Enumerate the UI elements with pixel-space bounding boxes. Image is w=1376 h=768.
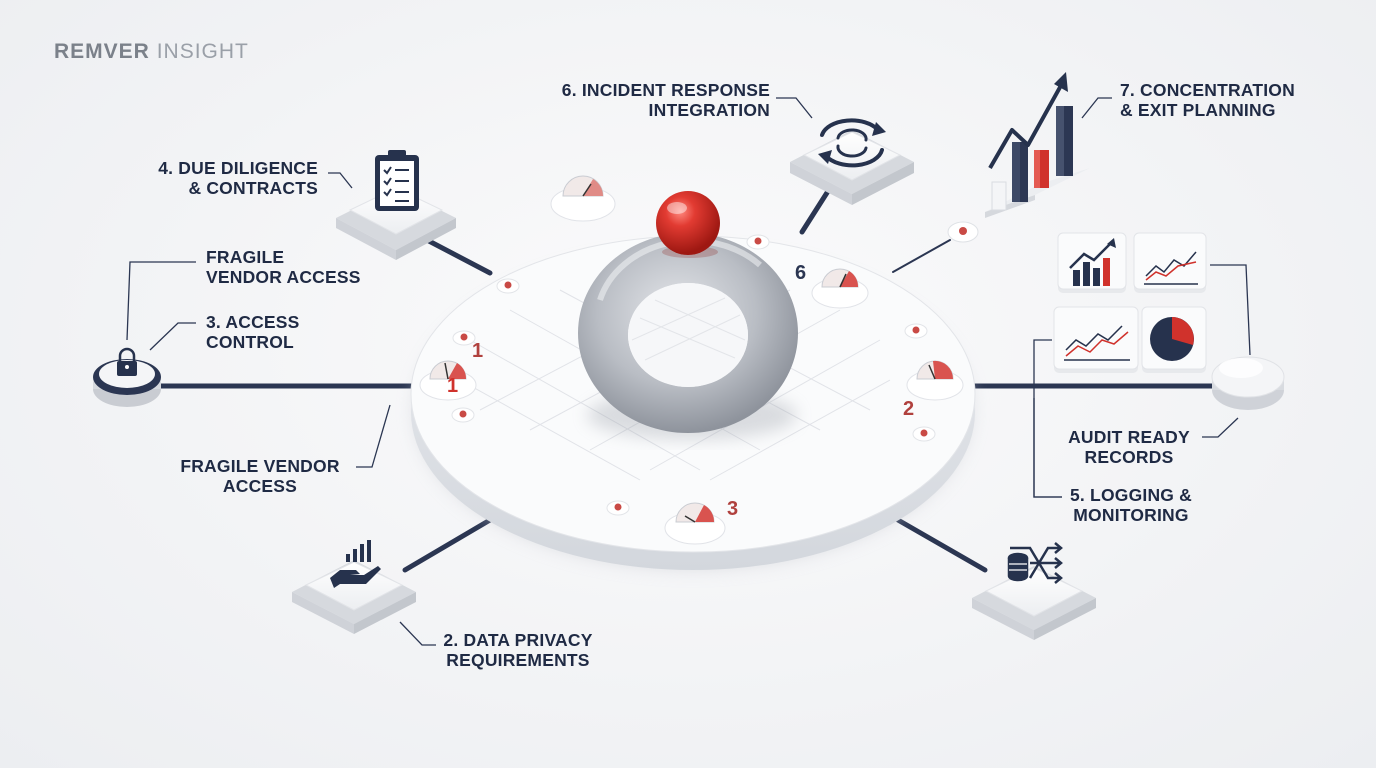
gauge-number-6: 6 (795, 262, 807, 284)
concentration-chart (985, 72, 1090, 218)
connector-lines (157, 185, 1218, 573)
label-access-control: 3. ACCESS CONTROL (206, 312, 300, 352)
brand-name-bold: REMVER (54, 40, 150, 63)
torus-ring (578, 233, 798, 440)
label-incident-response: 6. INCIDENT RESPONSE INTEGRATION (561, 80, 770, 120)
card-line-chart (1133, 232, 1207, 293)
card-wide-line-chart (1053, 306, 1139, 373)
pod-logging (972, 542, 1096, 640)
gauge-2 (906, 360, 964, 401)
gauge-1 (419, 360, 477, 401)
status-dots (451, 221, 979, 516)
pod-due-diligence (336, 150, 456, 260)
red-ball (656, 191, 720, 258)
label-fragile-vendor-access-top: FRAGILE VENDOR ACCESS (206, 247, 361, 287)
label-audit-ready-records: AUDIT READY RECORDS (1068, 427, 1190, 467)
database-shuffle-icon (1007, 542, 1063, 584)
gauge-3 (664, 502, 726, 545)
leader-lines (126, 97, 1251, 646)
hand-chart-icon (330, 540, 381, 588)
pod-data-privacy (292, 540, 416, 634)
gauge-6 (811, 268, 869, 309)
clipboard-icon (375, 150, 419, 211)
gauge-number-1: 1 (472, 340, 484, 362)
gauge-number-1-inner: 1 (447, 375, 459, 397)
label-data-privacy: 2. DATA PRIVACY REQUIREMENTS (443, 630, 593, 670)
pod-incident-response (790, 118, 914, 205)
gauge-top (550, 175, 616, 222)
label-due-diligence: 4. DUE DILIGENCE & CONTRACTS (158, 158, 318, 198)
right-hub-disc (1211, 356, 1285, 410)
label-concentration: 7. CONCENTRATION & EXIT PLANNING (1120, 80, 1295, 120)
chart-cards (1053, 232, 1207, 373)
lock-icon (117, 347, 137, 376)
card-pie-chart (1141, 306, 1207, 373)
label-logging-monitoring: 5. LOGGING & MONITORING (1070, 485, 1192, 525)
brand-name-light: INSIGHT (156, 40, 249, 63)
lock-hub (93, 347, 161, 407)
brand-logo: REMVER INSIGHT (54, 40, 249, 64)
label-fragile-vendor-access-bottom: FRAGILE VENDOR ACCESS (180, 456, 340, 496)
card-bar-chart (1057, 232, 1127, 293)
gauge-number-2: 2 (903, 398, 915, 420)
gauge-number-3: 3 (727, 498, 739, 520)
cycle-icon (818, 118, 886, 168)
